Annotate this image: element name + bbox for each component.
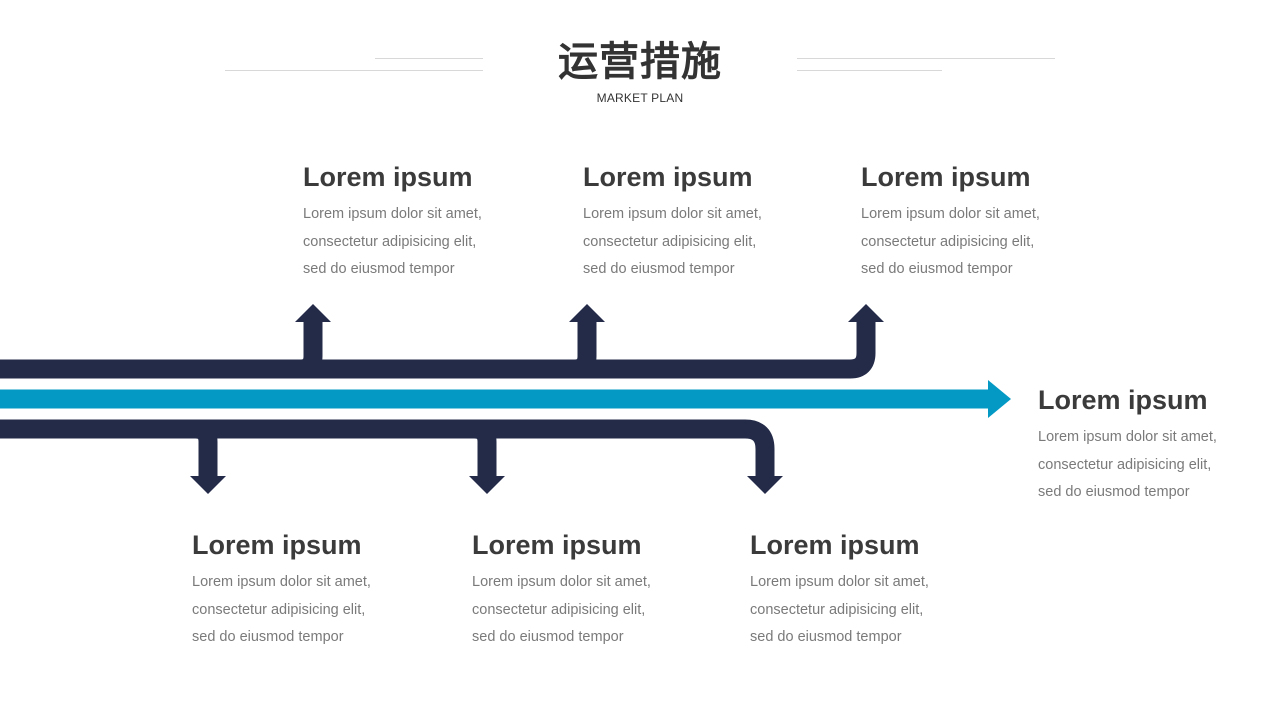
item-line: consectetur adipisicing elit, [750, 601, 924, 618]
main-arrow-group [0, 380, 1011, 418]
item-line: sed do eiusmod tempor [750, 629, 902, 645]
header-divider-right-short [797, 70, 942, 71]
item-bottom-3: Lorem ipsum Lorem ipsum dolor sit amet, … [750, 529, 970, 652]
page-title: 运营措施 [558, 39, 722, 85]
item-line: sed do eiusmod tempor [303, 261, 455, 277]
item-heading: Lorem ipsum [1038, 385, 1208, 415]
item-description: Lorem ipsum dolor sit amet, consectetur … [750, 569, 970, 652]
arrow-up-head-3 [848, 304, 884, 322]
item-line: consectetur adipisicing elit, [583, 233, 757, 250]
arrow-down-head-3 [747, 476, 783, 494]
item-description: Lorem ipsum dolor sit amet, consectetur … [1038, 424, 1258, 507]
item-top-1: Lorem ipsum Lorem ipsum dolor sit amet, … [303, 161, 523, 284]
item-description: Lorem ipsum dolor sit amet, consectetur … [861, 201, 1081, 284]
arrow-down-head-1 [190, 476, 226, 494]
item-line: consectetur adipisicing elit, [192, 601, 366, 618]
arrow-up-head-2 [569, 304, 605, 322]
bottom-main-line [0, 419, 775, 478]
item-heading: Lorem ipsum [472, 530, 642, 560]
item-description: Lorem ipsum dolor sit amet, consectetur … [472, 569, 692, 652]
header-divider-left-long [225, 70, 483, 71]
item-line: consectetur adipisicing elit, [303, 233, 477, 250]
bottom-arrow-group [0, 419, 783, 494]
item-bottom-2: Lorem ipsum Lorem ipsum dolor sit amet, … [472, 529, 692, 652]
item-line: Lorem ipsum dolor sit amet, [472, 574, 651, 590]
item-right: Lorem ipsum Lorem ipsum dolor sit amet, … [1038, 384, 1258, 507]
top-main-line [0, 320, 876, 379]
item-line: Lorem ipsum dolor sit amet, [192, 574, 371, 590]
item-heading: Lorem ipsum [303, 162, 473, 192]
item-description: Lorem ipsum dolor sit amet, consectetur … [583, 201, 803, 284]
arrow-down-head-2 [469, 476, 505, 494]
item-line: sed do eiusmod tempor [472, 629, 624, 645]
top-arrow-group [0, 304, 884, 379]
header-divider-left-short [375, 58, 483, 59]
item-description: Lorem ipsum dolor sit amet, consectetur … [303, 201, 523, 284]
item-line: Lorem ipsum dolor sit amet, [750, 574, 929, 590]
item-line: consectetur adipisicing elit, [861, 233, 1035, 250]
item-line: sed do eiusmod tempor [192, 629, 344, 645]
item-line: sed do eiusmod tempor [861, 261, 1013, 277]
item-description: Lorem ipsum dolor sit amet, consectetur … [192, 569, 412, 652]
item-line: sed do eiusmod tempor [583, 261, 735, 277]
item-bottom-1: Lorem ipsum Lorem ipsum dolor sit amet, … [192, 529, 412, 652]
item-heading: Lorem ipsum [750, 530, 920, 560]
item-heading: Lorem ipsum [583, 162, 753, 192]
item-heading: Lorem ipsum [861, 162, 1031, 192]
arrow-up-head-1 [295, 304, 331, 322]
item-line: sed do eiusmod tempor [1038, 484, 1190, 500]
page-subtitle: MARKET PLAN [596, 91, 684, 105]
item-heading: Lorem ipsum [192, 530, 362, 560]
item-line: Lorem ipsum dolor sit amet, [861, 206, 1040, 222]
item-line: Lorem ipsum dolor sit amet, [1038, 429, 1217, 445]
main-arrow-shaft [0, 389, 992, 409]
item-line: Lorem ipsum dolor sit amet, [583, 206, 762, 222]
item-top-2: Lorem ipsum Lorem ipsum dolor sit amet, … [583, 161, 803, 284]
header-divider-right-long [797, 58, 1055, 59]
main-arrow-head [988, 380, 1011, 418]
item-line: Lorem ipsum dolor sit amet, [303, 206, 482, 222]
item-line: consectetur adipisicing elit, [472, 601, 646, 618]
item-top-3: Lorem ipsum Lorem ipsum dolor sit amet, … [861, 161, 1081, 284]
item-line: consectetur adipisicing elit, [1038, 456, 1212, 473]
